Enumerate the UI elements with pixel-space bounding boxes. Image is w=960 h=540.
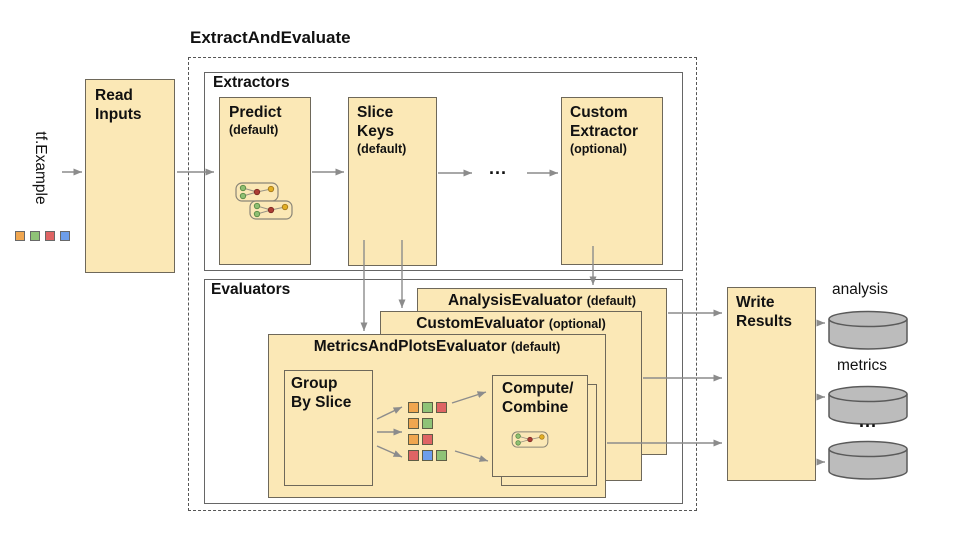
diagram-title: ExtractAndEvaluate [190, 28, 351, 47]
predict-qualifier: (default) [229, 122, 279, 137]
green-square [422, 402, 433, 413]
compute-combine-label: Compute/ Combine [502, 380, 574, 416]
orange-square [408, 418, 419, 429]
metrics-and-plots-evaluator-title: MetricsAndPlotsEvaluator (default) [313, 338, 561, 355]
read-inputs-box: Read Inputs [85, 79, 175, 273]
analysis-datastore-icon [828, 310, 908, 350]
write-results-label: Write Results [736, 294, 792, 330]
group-by-slice-box: Group By Slice [284, 370, 373, 486]
evaluators-container [204, 279, 683, 504]
extractors-label: Extractors [213, 74, 290, 91]
model-graph-icon [249, 200, 293, 220]
red-square [422, 434, 433, 445]
red-square [436, 402, 447, 413]
orange-square [408, 402, 419, 413]
other-datastore-icon [828, 440, 908, 480]
read-inputs-label: Read Inputs [95, 87, 142, 123]
outputs-ellipsis: ... [859, 411, 878, 431]
slice-squares-row-1 [408, 402, 447, 413]
slice-squares-row-4 [408, 450, 447, 461]
custom-evaluator-title: CustomEvaluator (optional) [416, 315, 606, 332]
green-square [30, 231, 40, 241]
slice-keys-extractor-box: Slice Keys (default) [348, 97, 437, 266]
model-graph-icon [235, 182, 279, 202]
custom-extractor-label: Custom Extractor [570, 104, 639, 140]
slice-squares-row-2 [408, 418, 433, 429]
input-examples-squares [15, 231, 70, 241]
slice-keys-qualifier: (default) [357, 141, 407, 156]
tf-example-label: tf.Example [32, 131, 49, 205]
red-square [45, 231, 55, 241]
slice-squares-row-3 [408, 434, 433, 445]
evaluators-label: Evaluators [211, 281, 291, 298]
orange-square [408, 434, 419, 445]
extractors-ellipsis: ... [489, 158, 508, 178]
custom-extractor-qualifier: (optional) [570, 141, 627, 156]
slice-keys-label: Slice Keys [357, 104, 395, 140]
model-graph-icon [511, 431, 549, 448]
predict-label: Predict [229, 104, 282, 121]
compute-combine-box: Compute/ Combine [492, 375, 588, 477]
analysis-output-label: analysis [832, 281, 888, 298]
green-square [422, 418, 433, 429]
metrics-output-label: metrics [837, 357, 887, 374]
write-results-box: Write Results [727, 287, 816, 481]
predict-extractor-box: Predict (default) [219, 97, 311, 265]
orange-square [15, 231, 25, 241]
blue-square [60, 231, 70, 241]
red-square [408, 450, 419, 461]
green-square [436, 450, 447, 461]
blue-square [422, 450, 433, 461]
analysis-evaluator-title: AnalysisEvaluator (default) [447, 292, 637, 309]
custom-extractor-box: Custom Extractor (optional) [561, 97, 663, 265]
group-by-slice-label: Group By Slice [291, 375, 352, 411]
metrics-datastore-icon [828, 385, 908, 425]
extract-and-evaluate-container [188, 57, 697, 511]
